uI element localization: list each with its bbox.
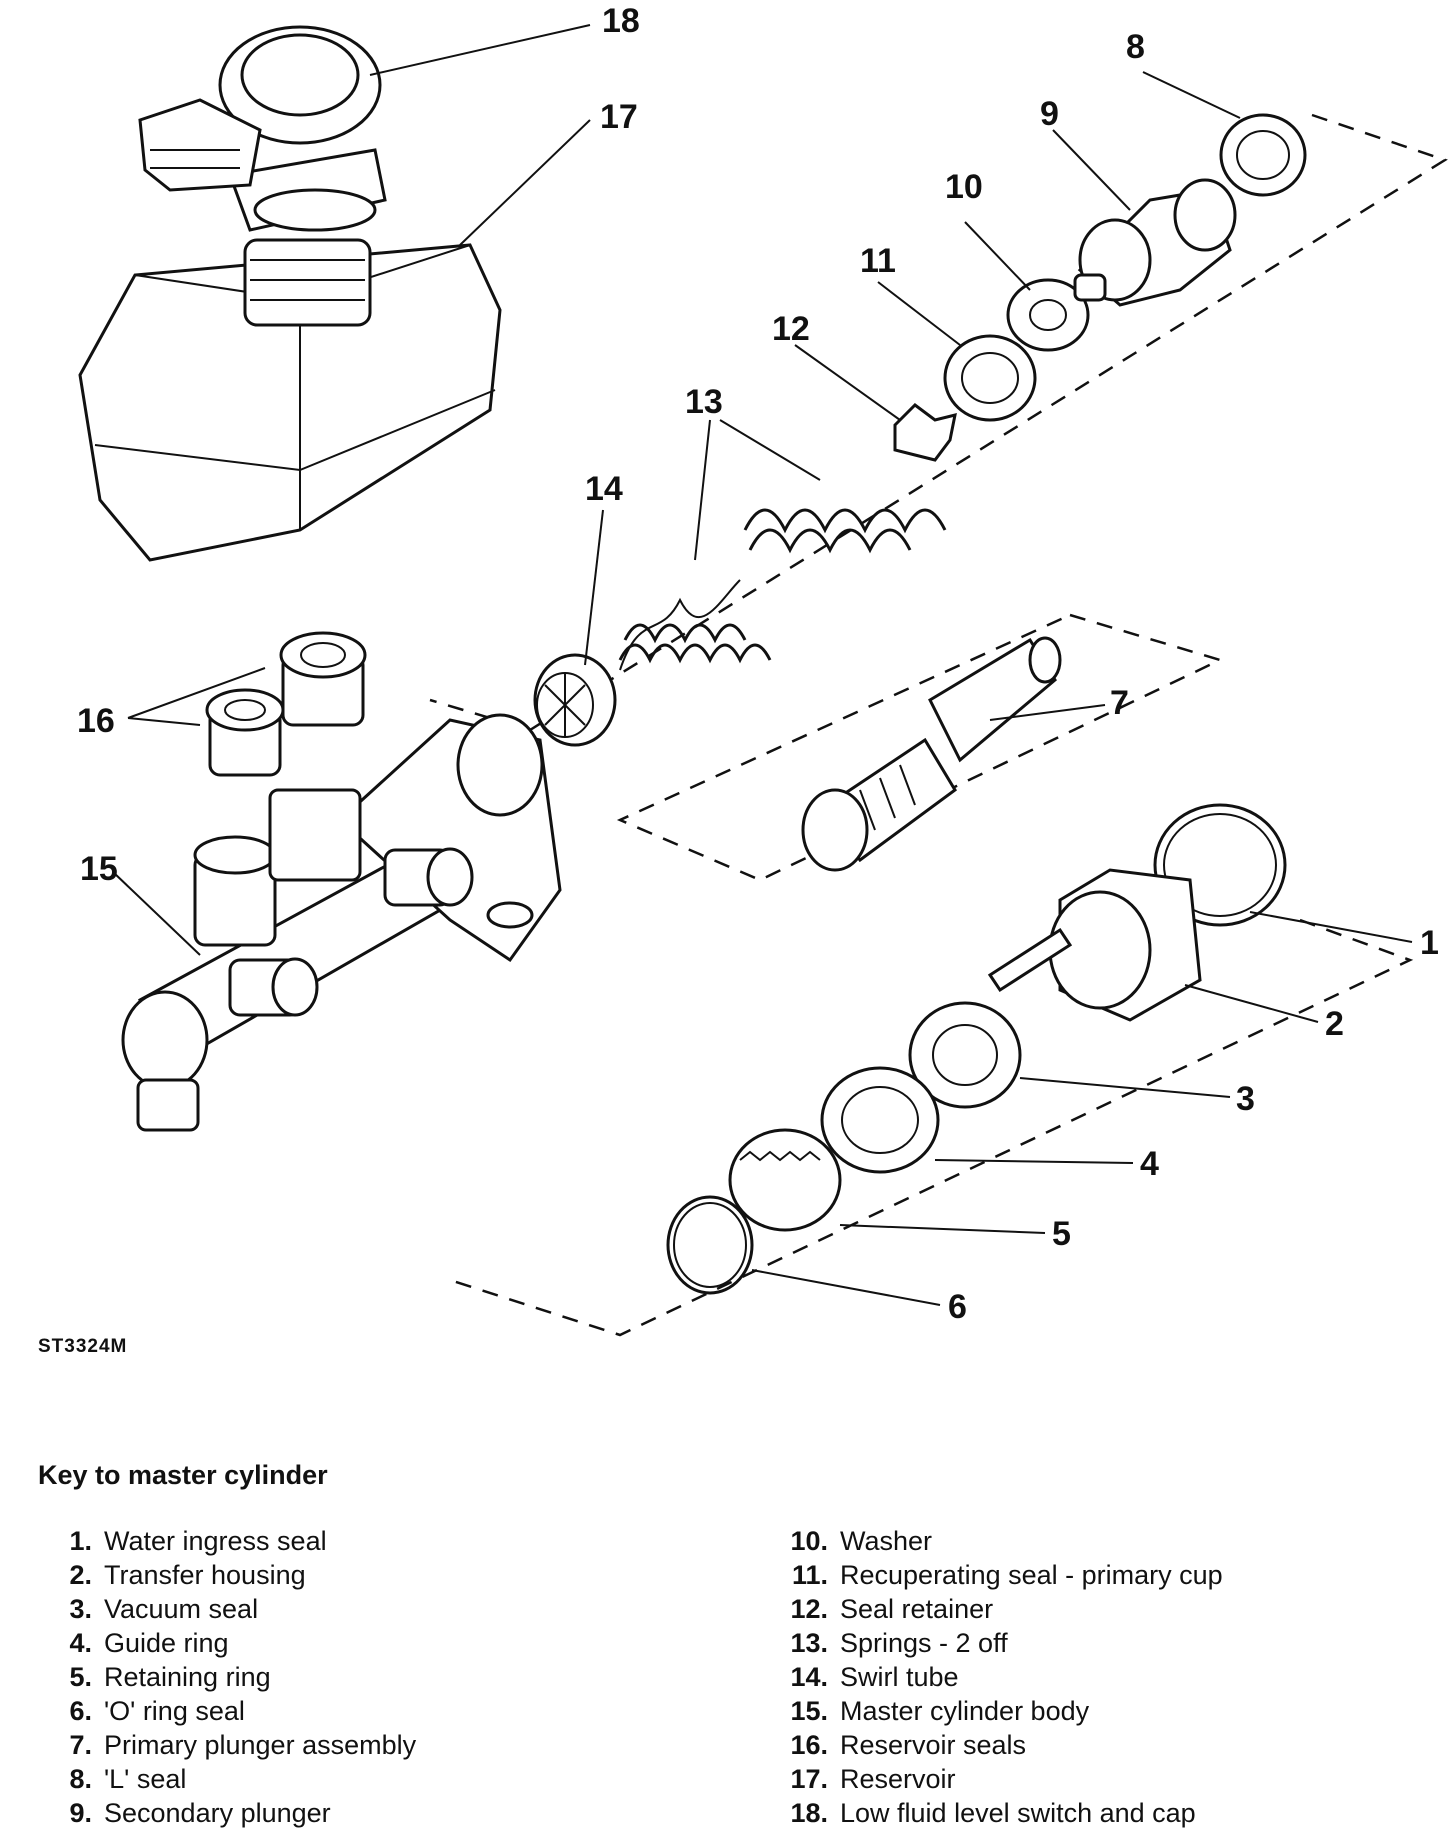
key-label: Reservoir seals [840, 1730, 1027, 1760]
swirl-tube [533, 653, 617, 747]
lower-group-box [449, 918, 1414, 1337]
recuperating-seal [943, 334, 1037, 422]
callout-14: 14 [585, 470, 623, 508]
reservoir [78, 238, 502, 562]
primary-group-box [616, 613, 1224, 882]
key-number: 6. [69, 1696, 92, 1726]
key-label: Low fluid level switch and cap [840, 1798, 1196, 1828]
key-number: 3. [69, 1594, 92, 1624]
secondary-group-box [429, 113, 1448, 732]
key-item: 16. Reservoir seals [770, 1728, 1223, 1762]
callout-13: 13 [685, 383, 723, 421]
key-label: Master cylinder body [840, 1696, 1090, 1726]
key-item: 13. Springs - 2 off [770, 1626, 1223, 1660]
key-item: 1. Water ingress seal [34, 1524, 416, 1558]
key-item: 11. Recuperating seal - primary cup [770, 1558, 1223, 1592]
o-ring-seal [666, 1195, 754, 1295]
callout-numbers: 1 2 3 4 5 6 7 8 9 10 11 12 13 14 15 16 1… [77, 2, 1439, 1326]
callout-7: 7 [1110, 684, 1129, 722]
callout-3: 3 [1236, 1080, 1255, 1118]
l-seal [1219, 113, 1307, 197]
key-label: Guide ring [104, 1628, 229, 1658]
key-item: 14. Swirl tube [770, 1660, 1223, 1694]
key-number: 17. [790, 1764, 828, 1794]
key-item: 2. Transfer housing [34, 1558, 416, 1592]
key-label: Washer [840, 1526, 933, 1556]
key-item: 6. 'O' ring seal [34, 1694, 416, 1728]
key-number: 11. [791, 1560, 828, 1590]
key-item: 3. Vacuum seal [34, 1592, 416, 1626]
transfer-housing [987, 868, 1202, 1022]
key-item: 5. Retaining ring [34, 1660, 416, 1694]
key-label: Swirl tube [840, 1662, 959, 1692]
springs [618, 508, 947, 671]
callout-5: 5 [1052, 1215, 1071, 1253]
seal-retainer [893, 403, 957, 462]
callout-1: 1 [1420, 924, 1439, 962]
key-label: Recuperating seal - primary cup [840, 1560, 1223, 1590]
key-list-right: 10. Washer 11. Recuperating seal - primary… [770, 1524, 1223, 1830]
primary-plunger-assembly [801, 636, 1062, 872]
key-label: Reservoir [840, 1764, 956, 1794]
key-label: 'L' seal [104, 1764, 187, 1794]
key-item: 17. Reservoir [770, 1762, 1223, 1796]
key-item: 4. Guide ring [34, 1626, 416, 1660]
vacuum-seal [908, 1001, 1022, 1109]
callout-12: 12 [772, 310, 810, 348]
callout-6: 6 [948, 1288, 967, 1326]
callout-15: 15 [80, 850, 118, 888]
callout-18: 18 [602, 2, 640, 40]
key-number: 2. [69, 1560, 92, 1590]
fluid-level-cap [138, 25, 387, 232]
key-item: 18. Low fluid level switch and cap [770, 1796, 1223, 1830]
key-item: 12. Seal retainer [770, 1592, 1223, 1626]
key-number: 14. [790, 1662, 828, 1692]
exploded-view-diagram: 1 2 3 4 5 6 7 8 9 10 11 12 13 14 15 16 1… [77, 2, 1448, 1337]
leader-lines [112, 24, 1413, 1306]
callout-4: 4 [1140, 1145, 1159, 1183]
key-number: 18. [790, 1798, 828, 1828]
key-number: 5. [69, 1662, 92, 1692]
retaining-ring [728, 1128, 842, 1232]
secondary-plunger [1073, 178, 1237, 307]
key-item: 8. 'L' seal [34, 1762, 416, 1796]
key-item: 10. Washer [770, 1524, 1223, 1558]
key-number: 1. [69, 1526, 92, 1556]
key-label: Springs - 2 off [840, 1628, 1008, 1658]
key-label: Transfer housing [104, 1560, 306, 1590]
key-number: 16. [790, 1730, 828, 1760]
washer [1006, 278, 1090, 352]
reservoir-seals [205, 631, 367, 777]
key-number: 15. [790, 1696, 828, 1726]
key-number: 4. [69, 1628, 92, 1658]
key-label: Water ingress seal [104, 1526, 327, 1556]
guide-ring [820, 1066, 940, 1174]
callout-16: 16 [77, 702, 115, 740]
key-number: 10. [790, 1526, 828, 1556]
key-item: 7. Primary plunger assembly [34, 1728, 416, 1762]
key-item: 15. Master cylinder body [770, 1694, 1223, 1728]
callout-2: 2 [1325, 1005, 1344, 1043]
key-label: Vacuum seal [104, 1594, 259, 1624]
callout-9: 9 [1040, 95, 1059, 133]
callout-11: 11 [860, 242, 896, 280]
key-number: 13. [790, 1628, 828, 1658]
key-item: 9. Secondary plunger [34, 1796, 416, 1830]
key-title: Key to master cylinder [38, 1460, 328, 1490]
key-number: 12. [790, 1594, 828, 1624]
key-label: 'O' ring seal [104, 1696, 245, 1726]
callout-10: 10 [945, 168, 983, 206]
key-label: Primary plunger assembly [104, 1730, 417, 1760]
callout-8: 8 [1126, 28, 1145, 66]
key-label: Seal retainer [840, 1594, 994, 1624]
key-number: 9. [69, 1798, 92, 1828]
key-label: Retaining ring [104, 1662, 271, 1692]
key-number: 7. [69, 1730, 92, 1760]
figure-reference: ST3324M [38, 1336, 128, 1357]
key-number: 8. [69, 1764, 92, 1794]
callout-17: 17 [600, 98, 638, 136]
master-cylinder-body [121, 713, 562, 1132]
key-label: Secondary plunger [104, 1798, 331, 1828]
key-list-left: 1.Water ingress seal 2.Transfer housing … [34, 1524, 416, 1830]
